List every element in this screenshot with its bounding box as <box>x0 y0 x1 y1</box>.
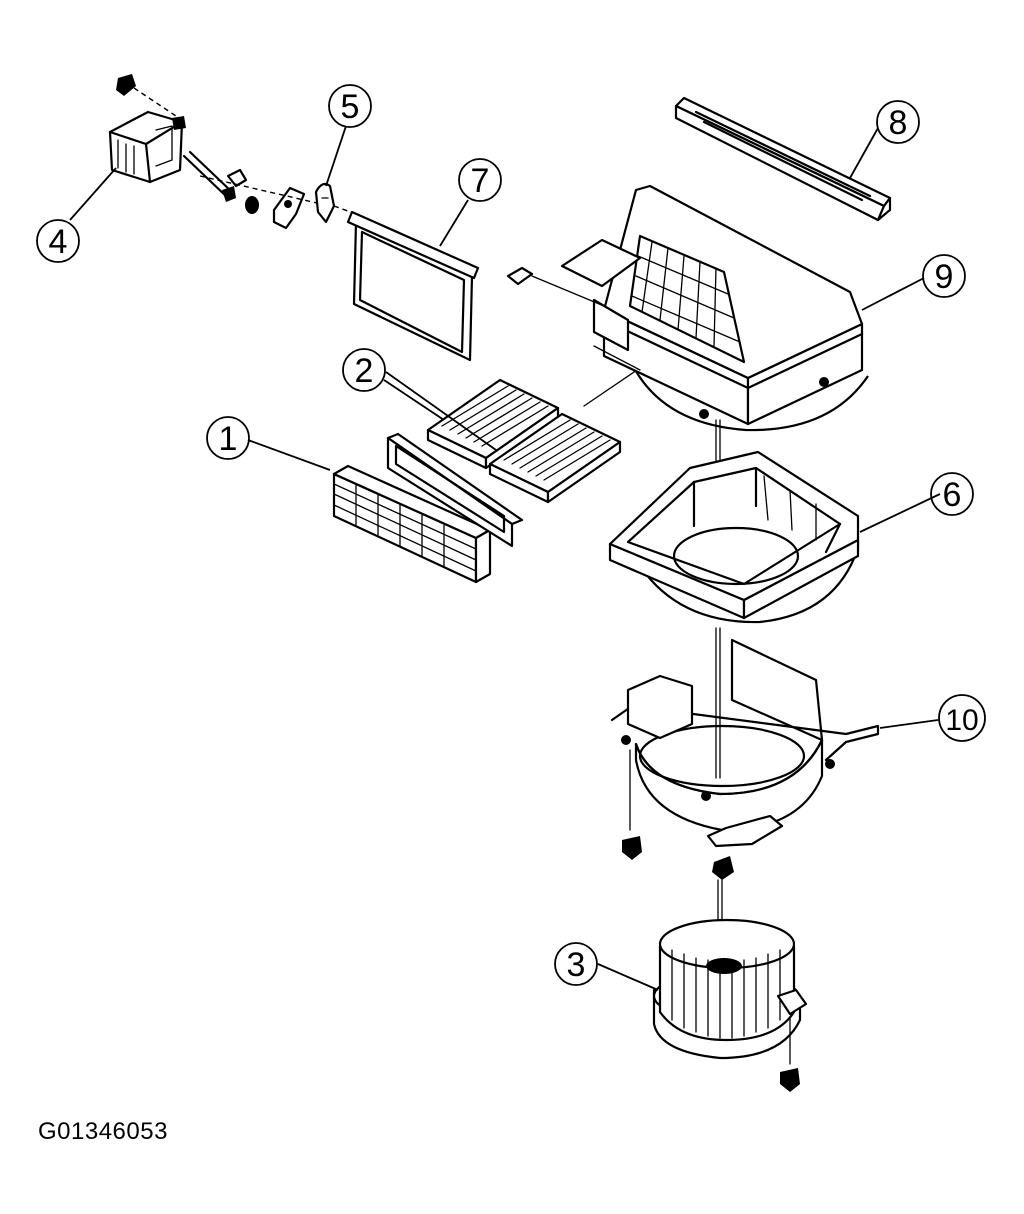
part-filter-gasket <box>386 432 524 548</box>
callout-5: 5 <box>328 84 372 128</box>
callout-1-label: 1 <box>219 420 238 458</box>
part-blower-case <box>608 450 860 624</box>
part-scroll-housing <box>610 638 880 880</box>
callout-3: 3 <box>554 942 598 986</box>
callout-8-label: 8 <box>889 104 908 142</box>
callout-3-label: 3 <box>567 946 586 984</box>
part-door-lever <box>314 182 336 224</box>
callout-7: 7 <box>458 158 502 202</box>
part-actuator-motor <box>108 74 331 230</box>
part-air-filters <box>426 367 641 504</box>
callout-2-label: 2 <box>355 352 374 390</box>
figure-id: G01346053 <box>38 1118 168 1145</box>
part-blower-motor <box>652 918 808 1092</box>
callout-2: 2 <box>342 348 386 392</box>
part-recirculation-door <box>333 205 480 362</box>
callout-10: 10 <box>938 694 986 742</box>
part-inlet-grille <box>332 464 492 584</box>
callout-10-label: 10 <box>945 704 978 737</box>
callout-8: 8 <box>876 100 920 144</box>
callout-9: 9 <box>922 254 966 298</box>
callout-6-label: 6 <box>943 476 962 514</box>
callout-6: 6 <box>930 472 974 516</box>
callout-4: 4 <box>36 219 80 263</box>
callout-9-label: 9 <box>935 258 954 296</box>
part-intake-housing <box>506 184 869 432</box>
callout-leaders <box>69 125 941 991</box>
callout-4-label: 4 <box>49 223 68 261</box>
callout-1: 1 <box>206 416 250 460</box>
callout-5-label: 5 <box>341 88 360 126</box>
part-cover-plate <box>674 96 892 222</box>
callout-7-label: 7 <box>471 162 490 200</box>
